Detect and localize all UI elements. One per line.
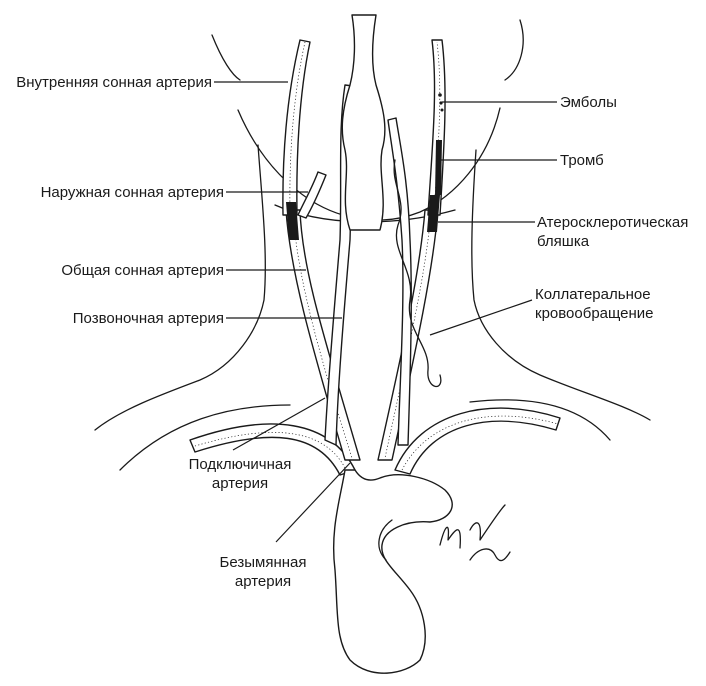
- label-internal-carotid: Внутренняя сонная артерия: [16, 74, 212, 91]
- aortic-arch: [332, 469, 453, 674]
- label-collateral: Коллатеральное кровообращение: [535, 285, 654, 323]
- collateral-vessel: [393, 159, 442, 388]
- embolus-dot-3: [440, 108, 444, 112]
- artist-signature: [439, 504, 511, 562]
- label-plaque-line2: бляшка: [537, 233, 590, 250]
- basilar-vessel: [341, 14, 386, 231]
- left-external-carotid-vessel: [297, 171, 327, 219]
- thrombus-mark: [435, 140, 442, 195]
- label-plaque-line1: Атеросклеротическая: [537, 214, 689, 231]
- label-innominate-line2: артерия: [234, 573, 292, 590]
- aortic-arch-inner: [378, 519, 393, 561]
- left-internal-carotid-vessel: [282, 39, 311, 216]
- label-innominate-line1: Безымянная: [219, 554, 307, 571]
- leader-subclavian: [232, 397, 326, 451]
- plaque-left: [286, 202, 299, 240]
- shoulder-left: [119, 404, 291, 471]
- label-emboli: Эмболы: [560, 94, 617, 111]
- right-subclavian-vessel: [394, 407, 561, 475]
- right-vertebral-vessel: [387, 117, 412, 446]
- label-collateral-line1: Коллатеральное: [535, 286, 651, 303]
- label-collateral-line2: кровообращение: [535, 305, 654, 322]
- embolus-dot-1: [438, 93, 442, 97]
- neck-outline-left: [94, 34, 266, 431]
- leader-innominate: [275, 462, 351, 543]
- label-common-carotid: Общая сонная артерия: [61, 262, 224, 279]
- label-subclavian: Подключичная артерия: [180, 455, 300, 493]
- shoulder-right: [469, 399, 611, 441]
- label-plaque: Атеросклеротическая бляшка: [537, 213, 688, 251]
- label-vertebral: Позвоночная артерия: [72, 310, 224, 327]
- left-common-carotid-vessel: [285, 209, 361, 461]
- plaque-right: [427, 195, 440, 232]
- embolus-dot-2: [439, 101, 443, 105]
- label-external-carotid: Наружная сонная артерия: [40, 184, 224, 201]
- label-thrombus: Тромб: [560, 152, 604, 169]
- leader-collateral: [429, 299, 533, 336]
- neck-outline-right: [471, 19, 651, 421]
- label-innominate: Безымянная артерия: [208, 553, 318, 591]
- label-subclavian-line2: артерия: [211, 475, 269, 492]
- label-subclavian-line1: Подключичная: [188, 456, 292, 473]
